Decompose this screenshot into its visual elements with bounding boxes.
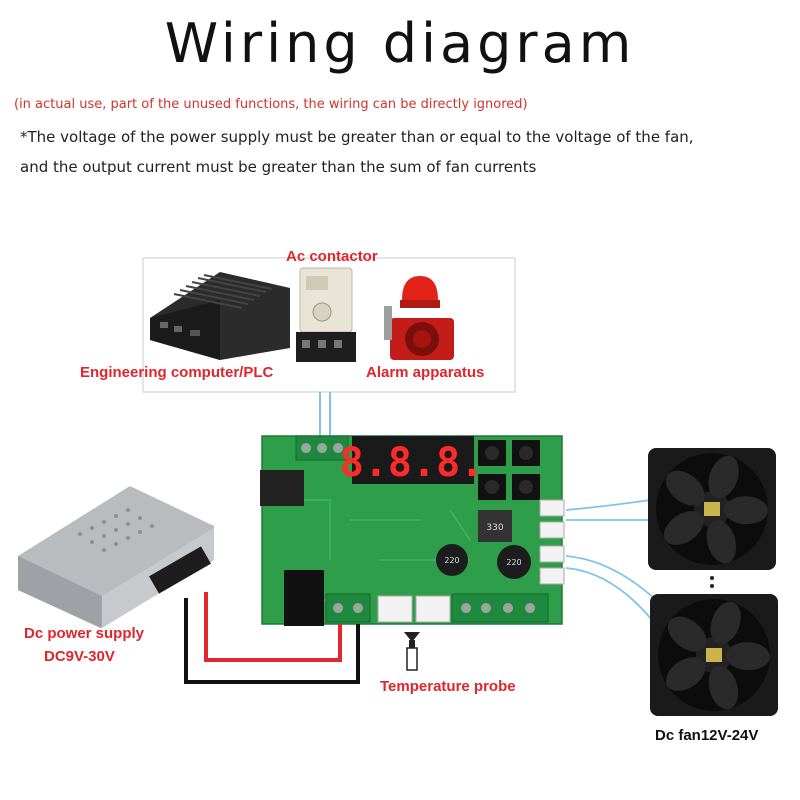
fan-wires (565, 499, 657, 621)
usage-note: (in actual use, part of the unused funct… (14, 97, 528, 112)
engineering-computer-label: Engineering computer/PLC (80, 364, 274, 381)
capacitor-1-marking: 220 (444, 556, 459, 565)
dc-fan-bottom-image (650, 594, 778, 716)
ac-contactor-image (296, 267, 356, 362)
signal-wires (319, 392, 331, 440)
negative-wire (184, 598, 360, 684)
dc-power-voltage-label: DC9V-30V (44, 648, 115, 665)
engineering-computer-image (150, 272, 290, 360)
dc-power-supply-image (18, 486, 214, 628)
capacitor-2-marking: 220 (506, 558, 521, 567)
dc-fan-top-image (648, 448, 776, 570)
page-title: Wiring diagram (164, 12, 636, 75)
dc-power-supply-label: Dc power supply (24, 625, 145, 642)
dc-fan-label: Dc fan12V-24V (655, 727, 759, 744)
temperature-probe-label: Temperature probe (380, 678, 516, 695)
temperature-probe-image (404, 632, 420, 671)
alarm-apparatus-label: Alarm apparatus (366, 364, 485, 381)
fan-separator-dots (710, 576, 714, 588)
board-buttons (478, 440, 540, 500)
power-note-line-2: and the output current must be greater t… (20, 158, 537, 176)
control-board: 8.8.8. 330 220 220 (260, 435, 565, 626)
led-display: 8.8.8. (340, 440, 485, 486)
ac-contactor-label: Ac contactor (286, 248, 378, 265)
inductor-marking: 330 (486, 523, 503, 533)
power-note-line-1: *The voltage of the power supply must be… (20, 128, 694, 146)
alarm-apparatus-image (384, 276, 454, 360)
positive-wire (204, 592, 342, 662)
